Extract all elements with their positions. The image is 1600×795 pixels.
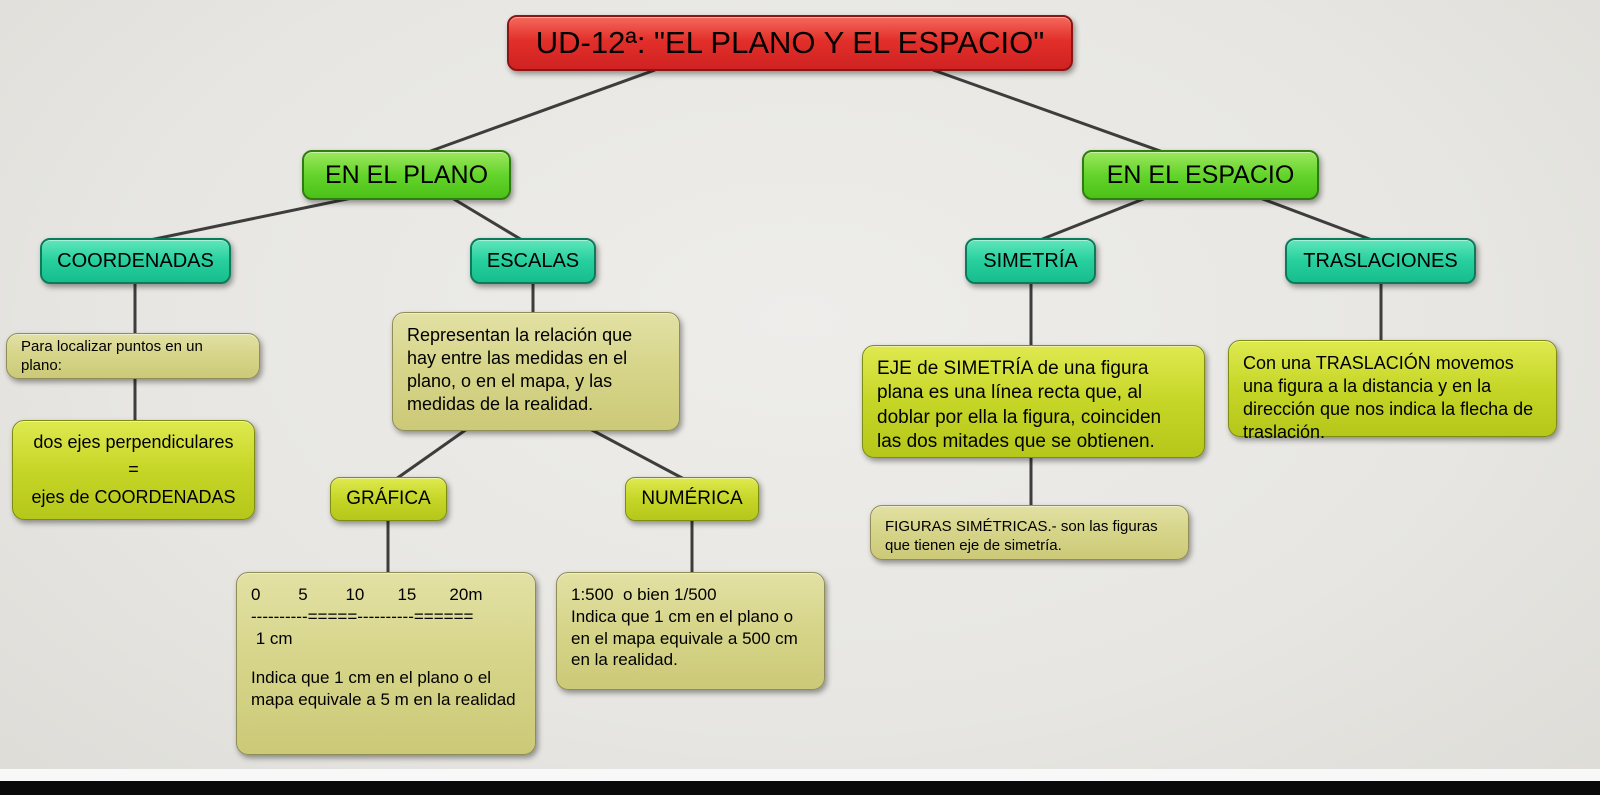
connector-plano-coordenadas	[149, 196, 353, 242]
bottom-strip-black	[0, 781, 1600, 795]
title-node: UD-12ª: "EL PLANO Y EL ESPACIO"	[507, 15, 1073, 71]
note-eje-simetria: EJE de SIMETRÍA de una figura plana es u…	[862, 345, 1205, 458]
note-text: Representan la relación que hay entre la…	[407, 325, 633, 415]
topic-label: TRASLACIONES	[1303, 249, 1458, 272]
connector-title-espacio	[932, 68, 1164, 154]
bottom-strip-white	[0, 769, 1600, 781]
branch-label: EN EL PLANO	[324, 160, 489, 189]
connector-title-plano	[427, 68, 656, 154]
note-line: ejes de COORDENADAS	[31, 486, 236, 507]
subtopic-label: GRÁFICA	[346, 488, 431, 509]
note-text: Con una TRASLACIÓN movemos una figura a …	[1243, 353, 1534, 443]
note-traslacion: Con una TRASLACIÓN movemos una figura a …	[1228, 340, 1557, 442]
subtopic-label: NUMÉRICA	[641, 488, 743, 509]
topic-label: COORDENADAS	[57, 249, 214, 272]
note-line: dos ejes perpendiculares	[33, 432, 234, 453]
topic-escalas: ESCALAS	[470, 238, 596, 284]
subtopic-grafica: GRÁFICA	[330, 477, 447, 521]
note-text: Indica que 1 cm en el plano o en el mapa…	[571, 606, 798, 670]
note-representan: Representan la relación que hay entre la…	[392, 312, 680, 431]
note-escala-grafica: 0 5 10 15 20m ----------=====----------=…	[236, 572, 536, 755]
note-escala-numerica: 1:500 o bien 1/500 Indica que 1 cm en el…	[556, 572, 825, 690]
topic-traslaciones: TRASLACIONES	[1285, 238, 1476, 284]
note-ejes-coordenadas: dos ejes perpendiculares = ejes de COORD…	[12, 420, 255, 520]
note-text: EJE de SIMETRÍA de una figura plana es u…	[877, 358, 1162, 452]
topic-coordenadas: COORDENADAS	[40, 238, 231, 284]
note-text: Para localizar puntos en un plano:	[21, 337, 203, 374]
connector-espacio-traslaciones	[1259, 196, 1373, 242]
branch-label: EN EL ESPACIO	[1106, 160, 1295, 189]
note-text: Indica que 1 cm en el plano o el mapa eq…	[251, 668, 516, 709]
title-label: UD-12ª: "EL PLANO Y EL ESPACIO"	[535, 25, 1045, 60]
subtopic-numerica: NUMÉRICA	[625, 477, 759, 521]
branch-en-el-espacio: EN EL ESPACIO	[1082, 150, 1319, 200]
connector-plano-escalas	[451, 196, 523, 242]
ruler-unit: 1 cm	[251, 628, 293, 648]
topic-label: SIMETRÍA	[983, 249, 1078, 272]
connector-representan-grafica	[395, 427, 468, 481]
note-text: FIGURAS SIMÉTRICAS.- son las figuras que…	[885, 518, 1158, 555]
connector-representan-numerica	[589, 427, 685, 481]
topic-simetria: SIMETRÍA	[965, 238, 1096, 284]
note-line: =	[128, 459, 139, 480]
connector-espacio-simetria	[1039, 196, 1147, 242]
ruler-line: ----------=====----------======	[251, 606, 474, 626]
ruler-numbers: 0 5 10 15 20m	[251, 585, 483, 604]
topic-label: ESCALAS	[486, 249, 580, 272]
branch-en-el-plano: EN EL PLANO	[302, 150, 511, 200]
scale-ratio: 1:500 o bien 1/500	[571, 585, 717, 604]
note-localizar: Para localizar puntos en un plano:	[6, 333, 260, 379]
note-figuras-simetricas: FIGURAS SIMÉTRICAS.- son las figuras que…	[870, 505, 1189, 560]
